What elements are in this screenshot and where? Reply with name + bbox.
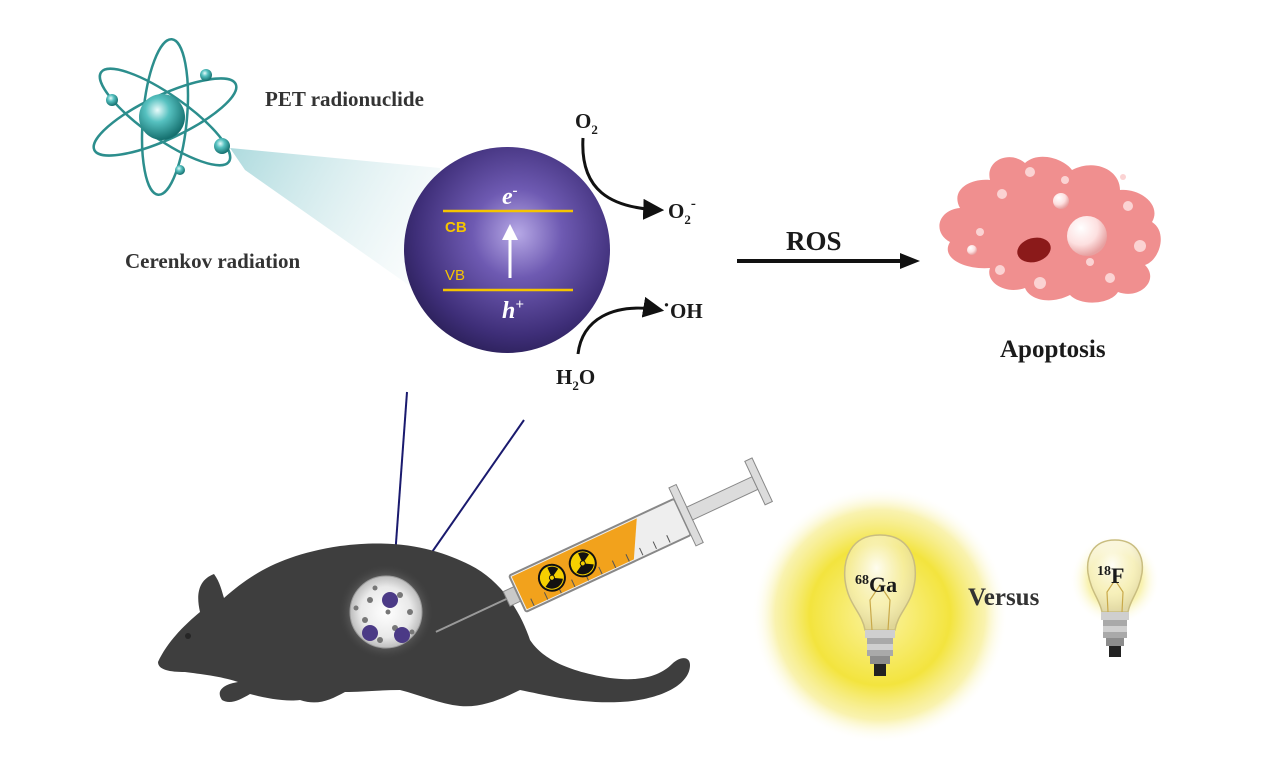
hydroxyl-label: ·OH [663,293,703,323]
ros-arrow-head [900,253,920,269]
o2-label: O2 [575,109,598,137]
ga68-label: 68Ga [855,572,897,597]
light-bulb-icon [843,534,917,676]
electron-label: e- [502,183,518,210]
syringe [435,457,774,633]
o2-reduction-arrow [581,137,665,220]
atom-icon [92,38,238,196]
excitation-arrow-head [502,224,518,240]
tumor-nanoparticle [382,592,398,608]
radiation-hazard-icon [568,549,597,578]
light-bulb-icon [1086,539,1144,657]
cerenkov-radiation-label: Cerenkov radiation [125,249,301,273]
pet-radionuclide-label: PET radionuclide [265,87,424,111]
tumor-nanoparticle [394,627,410,643]
f18-label: 18F [1097,563,1124,588]
tumor [338,564,434,660]
water-label: H2O [556,365,595,393]
cell-nucleus [1017,237,1051,263]
ros-label: ROS [786,226,842,256]
radiation-hazard-icon [537,563,566,592]
cerenkov-beam [230,148,440,300]
h2o-oxidation-arrow [576,296,665,355]
superoxide-label: O2- [668,196,696,227]
tumor-nanoparticle [362,625,378,641]
apoptosis-label: Apoptosis [1000,336,1106,363]
cb-label: CB [445,219,467,236]
vb-label: VB [445,267,465,284]
nanoparticle: CB VB e- h+ [404,147,610,353]
versus-label: Versus [968,584,1040,611]
apoptotic-cell [939,156,1161,303]
hole-label: h+ [502,297,524,324]
